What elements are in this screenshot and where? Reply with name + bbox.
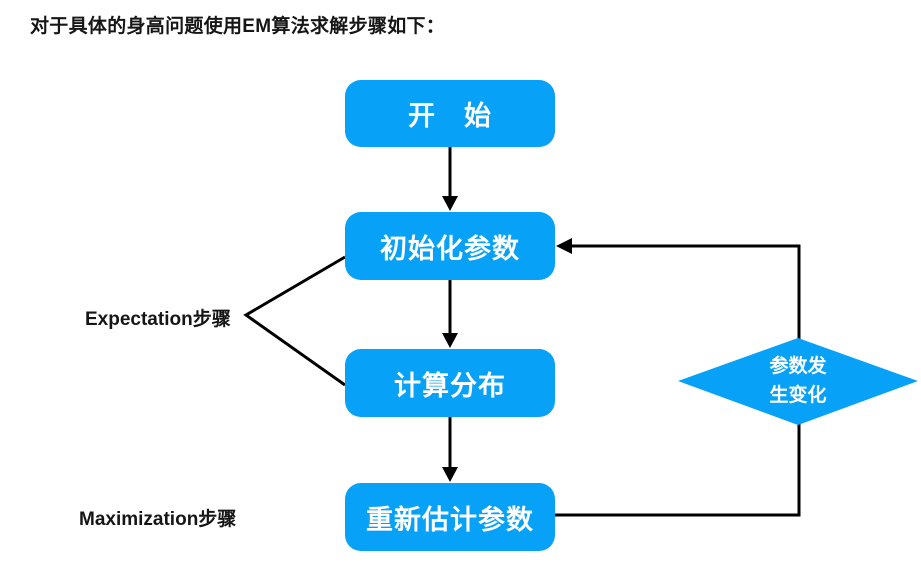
arrow-init-to-calc xyxy=(442,280,458,348)
params-changed-line1: 参数发 xyxy=(769,356,827,377)
node-reestimate-params: 重新估计参数 xyxy=(345,483,555,551)
arrow-start-to-init xyxy=(442,147,458,211)
page-title: 对于具体的身高问题使用EM算法求解步骤如下： xyxy=(30,16,446,37)
expectation-bracket xyxy=(243,255,346,387)
node-params-changed-label: 参数发 生变化 xyxy=(738,352,858,410)
expectation-step-label: Expectation步骤 xyxy=(85,309,231,330)
node-compute-distribution: 计算分布 xyxy=(345,349,555,417)
maximization-step-label: Maximization步骤 xyxy=(79,509,237,530)
arrow-calc-to-reestimate xyxy=(442,417,458,482)
node-params-changed-shape xyxy=(678,338,918,425)
node-start: 开 始 xyxy=(345,80,555,147)
params-changed-line2: 生变化 xyxy=(769,385,827,406)
node-init-params: 初始化参数 xyxy=(345,212,555,280)
